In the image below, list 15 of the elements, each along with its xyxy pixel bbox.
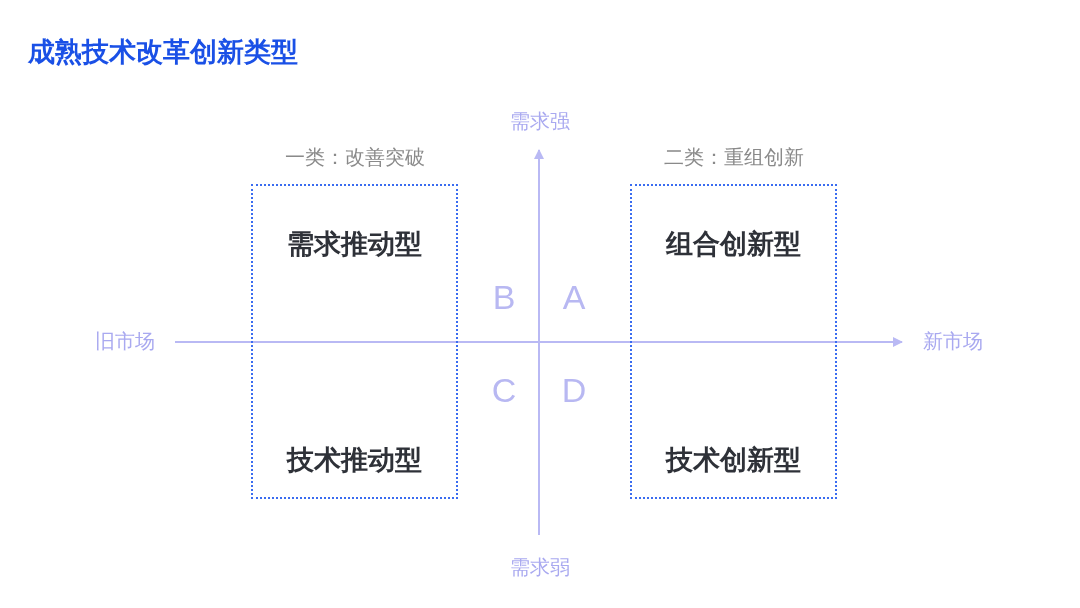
type-name: 技术推动型 — [287, 443, 422, 477]
type-name: 组合创新型 — [666, 227, 801, 261]
axis-label: 需求强 — [510, 111, 570, 131]
group-heading: 一类：改善突破 — [284, 144, 425, 171]
type-name: 技术创新型 — [666, 443, 801, 477]
axis-label: 旧市场 — [95, 331, 155, 351]
quadrant-letter: B — [492, 280, 516, 314]
quadrant-letter: D — [561, 373, 587, 407]
axis-label: 需求弱 — [510, 557, 570, 577]
group-heading: 二类：重组创新 — [663, 144, 804, 171]
axis-label: 新市场 — [923, 331, 983, 351]
quadrant-letter: A — [562, 280, 586, 314]
title: 成熟技术改革创新类型 — [28, 35, 298, 69]
quadrant-letter: C — [491, 373, 517, 407]
type-name: 需求推动型 — [287, 227, 422, 261]
